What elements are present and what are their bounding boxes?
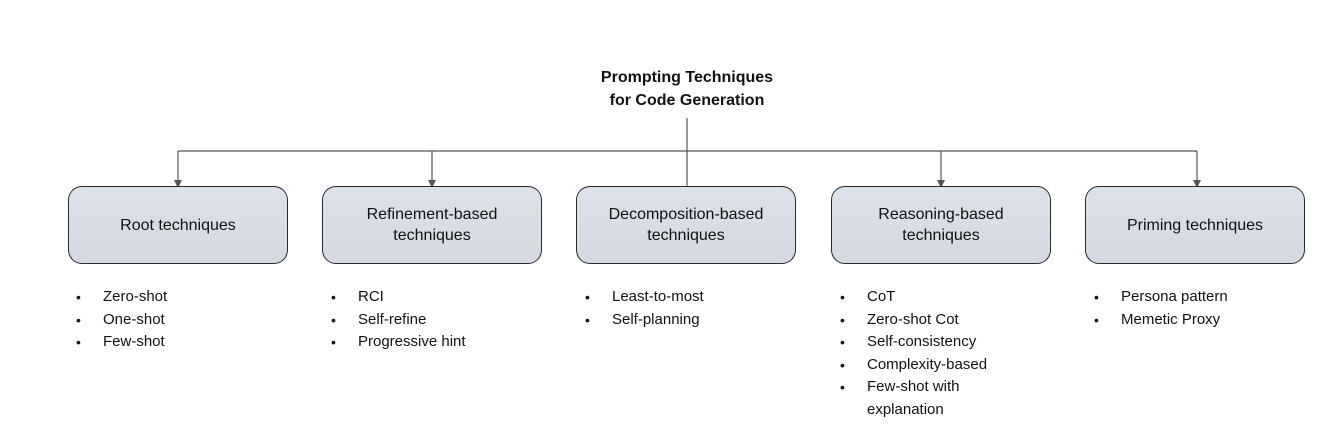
list-item: One-shot [73, 309, 167, 332]
technique-list-root: Zero-shot One-shot Few-shot [73, 286, 167, 354]
technique-list-decomposition: Least-to-most Self-planning [582, 286, 704, 331]
list-item: Progressive hint [328, 331, 466, 354]
technique-list-priming: Persona pattern Memetic Proxy [1091, 286, 1228, 331]
list-item: Persona pattern [1091, 286, 1228, 309]
list-item: Zero-shot Cot [837, 309, 1017, 332]
list-item: Self-consistency [837, 331, 1017, 354]
list-item: Few-shot with explanation [837, 376, 1017, 421]
category-label: Priming techniques [1126, 216, 1264, 234]
list-item: CoT [837, 286, 1017, 309]
list-item: Least-to-most [582, 286, 704, 309]
title-line-1: Prompting Techniques [600, 69, 774, 86]
list-item: Self-refine [328, 309, 466, 332]
category-box-reasoning: Reasoning-based techniques [831, 186, 1051, 264]
list-item: Zero-shot [73, 286, 167, 309]
list-item: Few-shot [73, 331, 167, 354]
diagram-title: Prompting Techniques for Code Generation [540, 66, 834, 112]
category-label: Root techniques [120, 216, 236, 234]
category-box-root: Root techniques [68, 186, 288, 264]
list-item: RCI [328, 286, 466, 309]
category-box-refinement: Refinement-based techniques [322, 186, 542, 264]
list-item: Memetic Proxy [1091, 309, 1228, 332]
category-label: Refinement-based techniques [366, 206, 498, 244]
list-item: Complexity-based [837, 354, 1017, 377]
technique-list-reasoning: CoT Zero-shot Cot Self-consistency Compl… [837, 286, 1017, 421]
list-item: Self-planning [582, 309, 704, 332]
category-box-decomposition: Decomposition-based techniques [576, 186, 796, 264]
category-label: Reasoning-based techniques [878, 206, 1004, 244]
category-label: Decomposition-based techniques [608, 206, 764, 244]
category-box-priming: Priming techniques [1085, 186, 1305, 264]
technique-list-refinement: RCI Self-refine Progressive hint [328, 286, 466, 354]
title-line-2: for Code Generation [609, 92, 765, 109]
